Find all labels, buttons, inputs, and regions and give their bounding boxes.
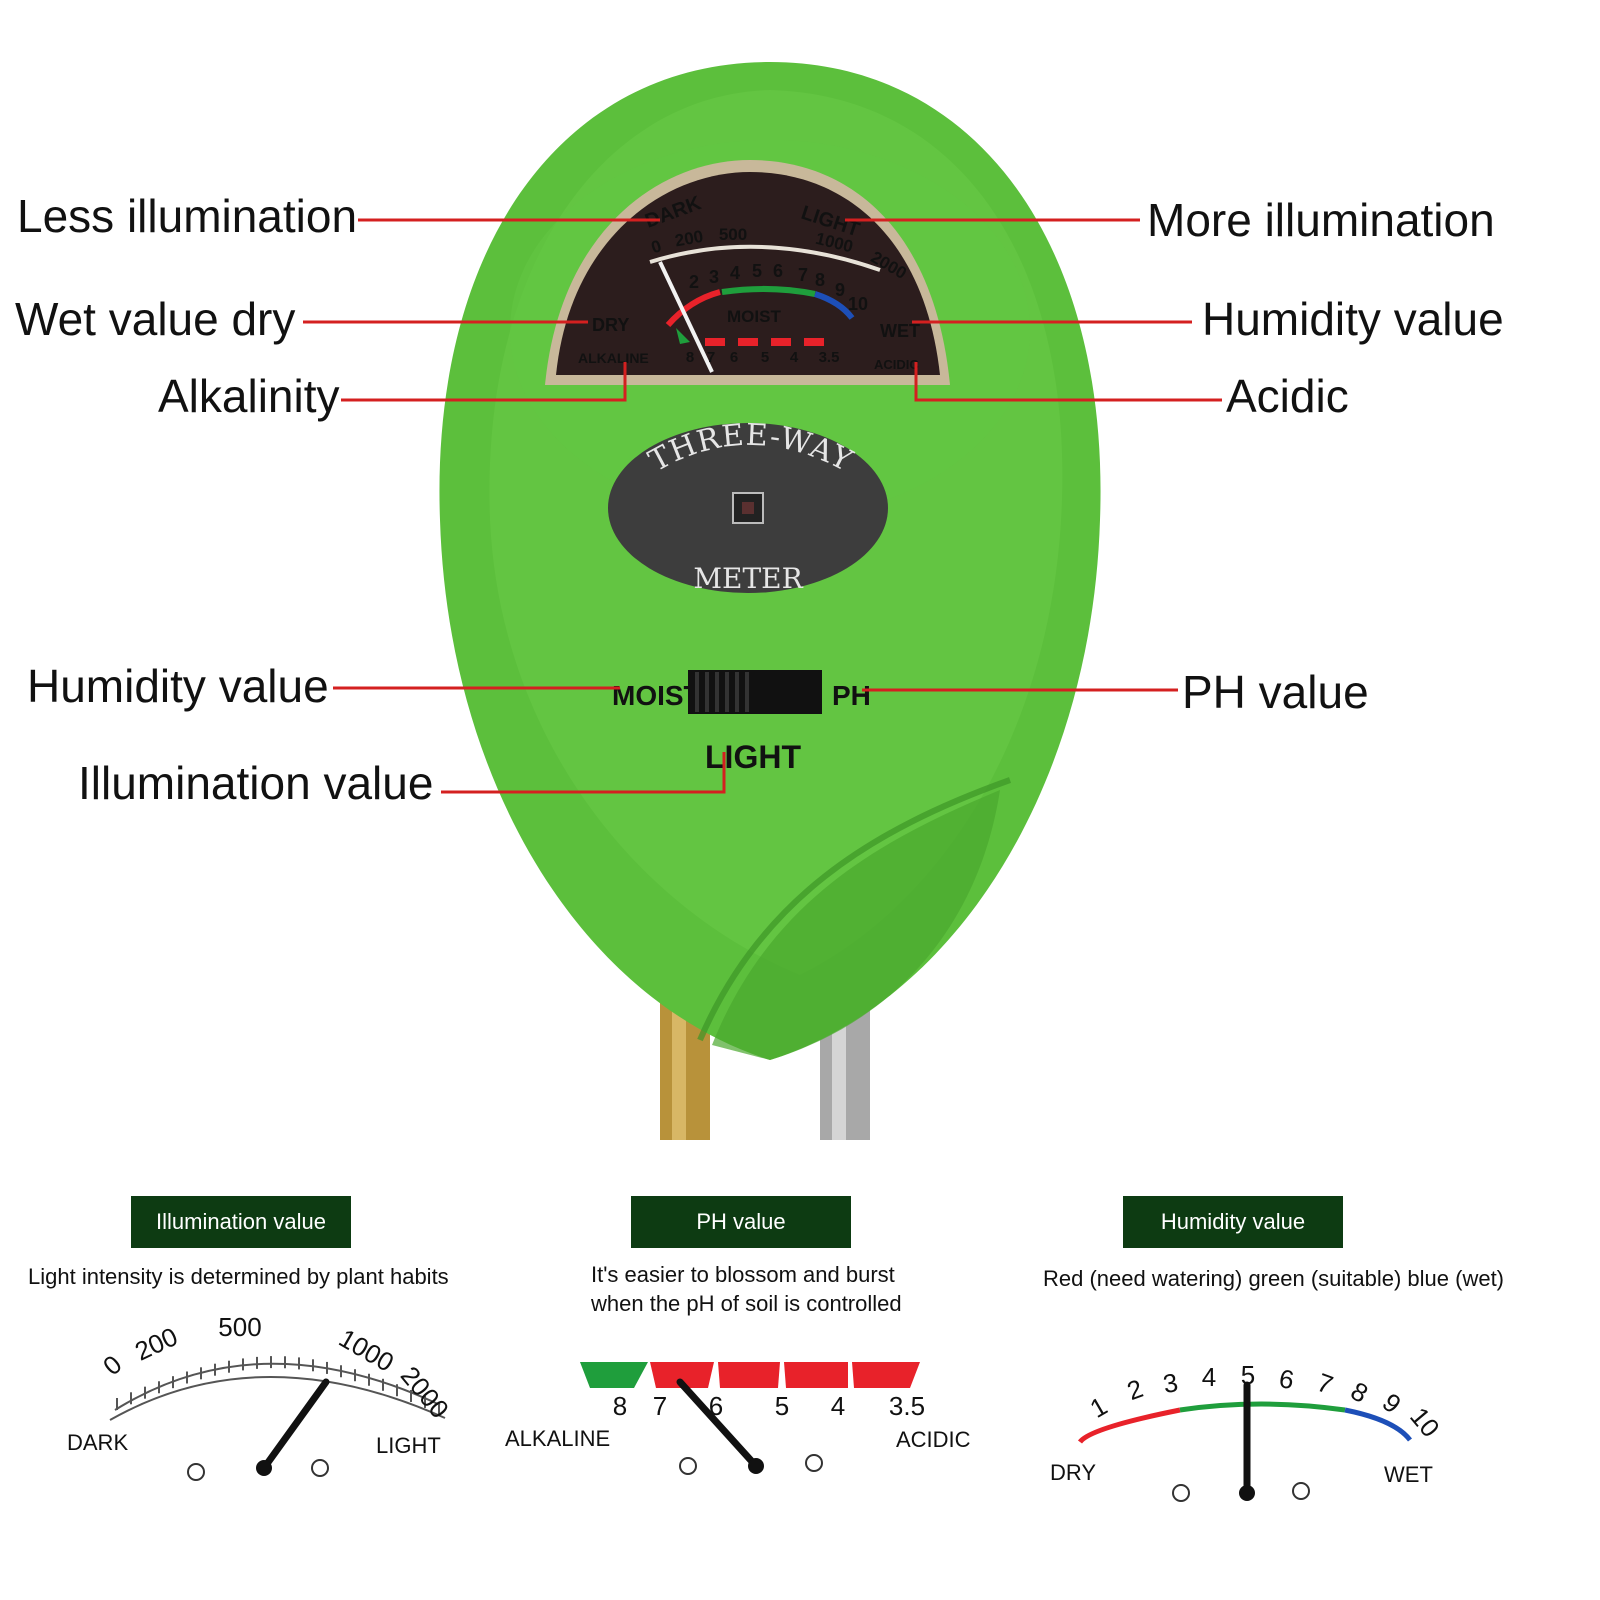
humidity-tick-label: 1: [1085, 1391, 1113, 1424]
callout-humidity-value-right: Humidity value: [1202, 293, 1504, 345]
dial-moist-tick: 3: [709, 267, 719, 287]
callout-wet-value-dry: Wet value dry: [15, 293, 296, 345]
humidity-tick-label: 4: [1202, 1362, 1216, 1392]
humidity-tick-label: 2: [1123, 1373, 1147, 1406]
dial-moist-tick: 8: [815, 270, 825, 290]
dial-alkaline: ALKALINE: [578, 350, 649, 366]
humidity-wet-label: WET: [1384, 1462, 1433, 1487]
dial-moist-label: MOIST: [727, 307, 781, 326]
humidity-tick-label: 6: [1277, 1363, 1296, 1395]
switch-moist: MOIST: [612, 680, 701, 711]
illumination-dark-label: DARK: [67, 1430, 129, 1455]
humidity-panel-title: Humidity value: [1123, 1196, 1343, 1248]
dial-acidic: ACIDIC: [874, 357, 919, 372]
dial-ph-tick: 5: [761, 349, 769, 366]
callout-less-illumination: Less illumination: [17, 190, 358, 242]
ph-alkaline-label: ALKALINE: [505, 1426, 611, 1451]
dial-ph-tick: 7: [707, 349, 715, 366]
ph-tick-label: 8: [613, 1391, 627, 1421]
illumination-panel-title: Illumination value: [131, 1196, 351, 1248]
ph-needle: [676, 1378, 760, 1470]
dial-wet: WET: [880, 321, 920, 341]
dial-lux-tick: 200: [673, 227, 704, 251]
ph-tick-label: 4: [831, 1391, 845, 1421]
callout-ph-value: PH value: [1182, 666, 1369, 718]
humidity-tick-label: 8: [1346, 1376, 1374, 1409]
ph-tick-label: 7: [653, 1391, 667, 1421]
dial-moist-tick: 9: [835, 280, 845, 300]
dial-ph-tick: 4: [790, 349, 799, 366]
ph-tick-label: 3.5: [889, 1391, 925, 1421]
badge-meter: METER: [693, 562, 803, 595]
callout-humidity-value-left: Humidity value: [27, 660, 329, 712]
dial-lux-tick: 500: [719, 225, 747, 244]
ph-description-line2: when the pH of soil is controlled: [591, 1291, 902, 1316]
mode-switch[interactable]: [688, 670, 822, 714]
humidity-tick-label: 7: [1313, 1367, 1337, 1400]
callout-alkalinity: Alkalinity: [158, 370, 340, 422]
illumination-tick-label: 2000: [395, 1360, 455, 1424]
callout-more-illumination: More illumination: [1147, 194, 1495, 246]
dial-ph-tick: 6: [730, 349, 738, 366]
illumination-needle: [260, 1378, 330, 1472]
humidity-dry-label: DRY: [1050, 1460, 1097, 1485]
illumination-tick-label: 1000: [334, 1323, 399, 1378]
leader-lines: [303, 218, 1222, 794]
humidity-tick-label: 5: [1241, 1360, 1255, 1390]
dial-ph-tick: 8: [686, 349, 694, 366]
dial-needle: [658, 261, 714, 373]
ph-acidic-label: ACIDIC: [896, 1427, 971, 1452]
dial-moist-tick: 5: [752, 261, 762, 281]
switch-ph: PH: [832, 680, 871, 711]
illumination-light-label: LIGHT: [376, 1433, 441, 1458]
switch-light: LIGHT: [705, 739, 801, 775]
humidity-tick-label: 9: [1377, 1387, 1407, 1419]
dial-moist-tick: 7: [798, 265, 808, 285]
ph-description-line1: It's easier to blossom and burst: [591, 1262, 895, 1287]
dial-moist-tick: 6: [773, 261, 783, 281]
dial-dry: DRY: [592, 315, 629, 335]
humidity-description: Red (need watering) green (suitable) blu…: [1043, 1266, 1505, 1291]
illumination-description: Light intensity is determined by plant h…: [28, 1264, 449, 1289]
dial-moist-tick: 2: [689, 272, 699, 292]
callout-acidic: Acidic: [1226, 370, 1349, 422]
dial-moist-tick: 4: [730, 263, 740, 283]
ph-tick-label: 5: [775, 1391, 789, 1421]
illumination-tick-label: 0: [97, 1349, 127, 1381]
humidity-tick-label: 3: [1161, 1367, 1180, 1399]
illumination-tick-label: 500: [218, 1312, 261, 1342]
callout-illumination-value: Illumination value: [78, 757, 434, 809]
dial-ph-tick: 3.5: [819, 349, 840, 366]
ph-panel-title: PH value: [631, 1196, 851, 1248]
illumination-tick-label: 200: [130, 1321, 182, 1367]
dial-moist-tick: 10: [848, 294, 868, 314]
